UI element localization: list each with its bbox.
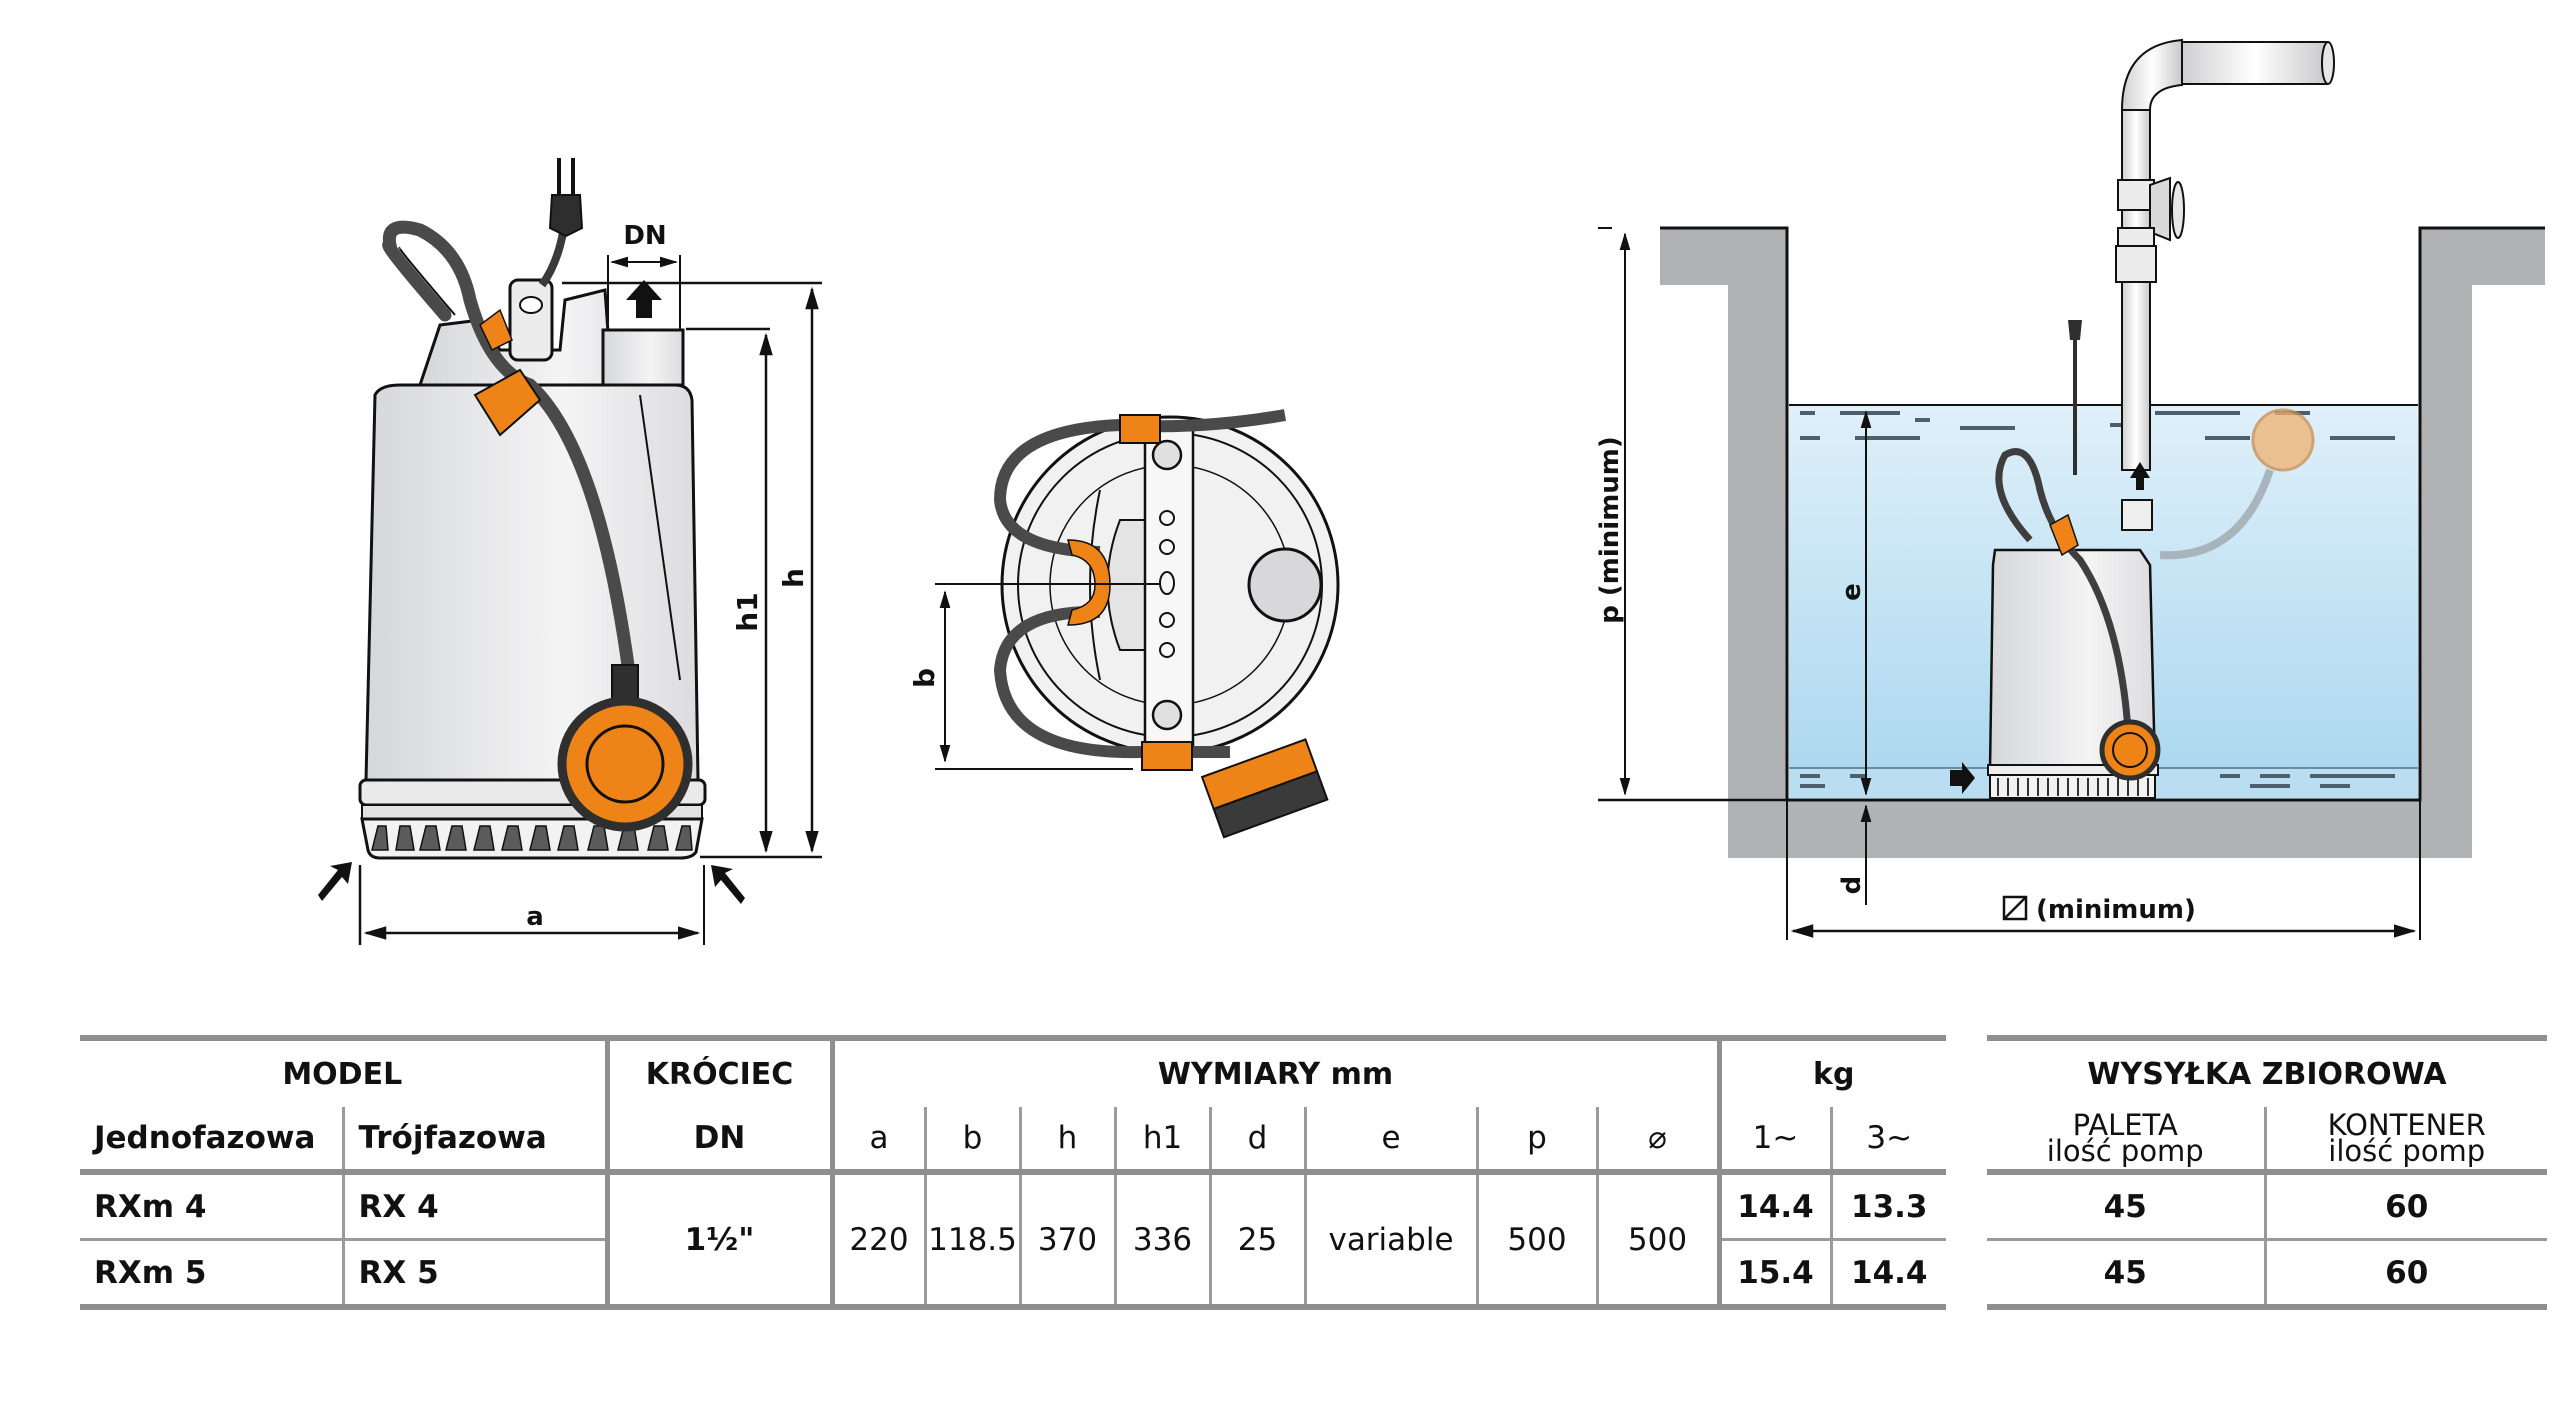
header-single-phase: Jednofazowa xyxy=(94,1120,316,1156)
weight-1ph-value: 14.4 xyxy=(1716,1172,1831,1240)
header-weight-3ph: 3~ xyxy=(1829,1107,1946,1172)
label-b: b xyxy=(908,668,941,688)
pallet-qty: 45 xyxy=(1987,1238,2265,1307)
container-subtitle: ilość pomp xyxy=(2328,1134,2486,1168)
header-model: MODEL xyxy=(282,1056,403,1092)
label-dn: DN xyxy=(623,221,666,251)
header-dim-d: d xyxy=(1208,1107,1305,1172)
model-three-phase: RX 4 xyxy=(341,1172,607,1240)
label-a: a xyxy=(526,902,544,932)
label-h: h xyxy=(777,568,810,588)
label-d: d xyxy=(1837,876,1867,895)
top-clamp-upper xyxy=(1119,414,1161,444)
table-row: RXm 5 RX 5 15.4 14.4 xyxy=(80,1238,1946,1307)
horizontal-pipe xyxy=(2181,41,2328,85)
header-shipping: WYSYŁKA ZBIOROWA xyxy=(2087,1056,2447,1092)
dim-a-value: 220 xyxy=(829,1172,925,1307)
flow-arrow-icon xyxy=(2130,462,2150,490)
header-connector-dn: DN xyxy=(604,1107,832,1172)
technical-drawings: DN h1 h a xyxy=(318,38,2545,945)
container-qty: 60 xyxy=(2263,1238,2547,1307)
table-row: RXm 4 RX 4 1½" 220 118.5 370 336 25 vari… xyxy=(80,1172,1946,1307)
outlet-nozzle xyxy=(601,328,685,387)
discharge-pipe xyxy=(2121,109,2151,471)
model-single-phase: RXm 5 xyxy=(80,1238,343,1307)
pallet-qty: 45 xyxy=(2103,1188,2147,1225)
pump-front-view: DN h1 h a xyxy=(318,158,822,945)
header-dim-e: e xyxy=(1303,1107,1477,1172)
outlet-arrow-icon xyxy=(626,280,662,318)
dim-p-value: 500 xyxy=(1475,1172,1597,1307)
plug-icon xyxy=(548,194,584,238)
dim-d-value: 25 xyxy=(1208,1172,1305,1307)
specification-table: MODEL KRÓCIEC WYMIARY mm kg Jednofazowa … xyxy=(80,1035,1946,1310)
model-single-phase: RXm 4 xyxy=(94,1188,207,1225)
outlet-circle xyxy=(1247,547,1323,623)
dim-h-value: 370 xyxy=(1018,1172,1115,1307)
top-cable-upper xyxy=(993,409,1287,558)
weight-1ph-value: 15.4 xyxy=(1716,1238,1831,1307)
float-cable xyxy=(382,220,637,687)
label-h1: h1 xyxy=(731,592,764,631)
top-cable-lower xyxy=(993,605,1230,759)
sump-float xyxy=(2099,719,2161,781)
handle-bar xyxy=(1143,428,1195,747)
pump-top-view: b xyxy=(908,409,1340,839)
header-pallet: PALETA ilość pomp xyxy=(1987,1107,2265,1172)
diameter-symbol-icon xyxy=(2002,895,2028,921)
label-p-minimum: p (minimum) xyxy=(1595,436,1625,624)
header-dim-diameter: ⌀ xyxy=(1595,1107,1719,1172)
float-upper-position xyxy=(2251,408,2315,472)
model-three-phase: RX 5 xyxy=(341,1238,607,1307)
header-dim-h1: h1 xyxy=(1113,1107,1210,1172)
valve-handwheel xyxy=(2171,181,2185,239)
intake-slots xyxy=(371,825,693,851)
weight-3ph-value: 14.4 xyxy=(1829,1238,1946,1307)
sump-float-cable xyxy=(1995,448,2132,731)
valve xyxy=(2149,176,2171,242)
sump-installation: p (minimum) e d (minimum) xyxy=(1595,38,2545,940)
sump-plug-icon xyxy=(2068,320,2082,340)
pallet-title: PALETA xyxy=(2072,1108,2178,1142)
table-row: 45 60 xyxy=(1987,1172,2547,1240)
dim-diameter-value: 500 xyxy=(1595,1172,1719,1307)
intake-arrow-left-icon xyxy=(318,862,352,901)
header-weight: kg xyxy=(1716,1038,1946,1107)
cable-clamp xyxy=(473,368,542,437)
header-three-phase: Trójfazowa xyxy=(341,1107,607,1172)
header-container: KONTENER ilość pomp xyxy=(2263,1107,2547,1172)
header-dim-h: h xyxy=(1018,1107,1115,1172)
top-clamp-lower xyxy=(1141,741,1193,771)
header-dim-a: a xyxy=(829,1107,925,1172)
top-float xyxy=(1200,738,1329,839)
weight-3ph-value: 13.3 xyxy=(1829,1172,1946,1240)
dim-h1-value: 336 xyxy=(1113,1172,1210,1307)
connector-value: 1½" xyxy=(604,1172,832,1307)
pipe-elbow xyxy=(2120,38,2183,111)
header-dimensions: WYMIARY mm xyxy=(829,1038,1719,1107)
table-row: 45 60 xyxy=(1987,1238,2547,1307)
header-dim-b: b xyxy=(923,1107,1020,1172)
container-qty: 60 xyxy=(2263,1172,2547,1240)
dim-e-value: variable xyxy=(1303,1172,1477,1307)
shipping-table: WYSYŁKA ZBIOROWA PALETA ilość pomp KONTE… xyxy=(1987,1035,2547,1310)
label-diameter-minimum: (minimum) xyxy=(2036,895,2196,925)
header-connector: KRÓCIEC xyxy=(604,1038,832,1107)
intake-arrow-right-icon xyxy=(711,865,745,904)
header-dim-p: p xyxy=(1475,1107,1597,1172)
pallet-subtitle: ilość pomp xyxy=(2046,1134,2204,1168)
inlet-arrow-icon xyxy=(1950,762,1975,794)
dim-b-value: 118.5 xyxy=(923,1172,1020,1307)
header-weight-1ph: 1~ xyxy=(1716,1107,1831,1172)
float-switch xyxy=(557,696,693,832)
container-title: KONTENER xyxy=(2327,1108,2486,1142)
label-e: e xyxy=(1837,583,1867,601)
handle xyxy=(508,278,554,362)
sump-walls xyxy=(1660,228,2545,858)
